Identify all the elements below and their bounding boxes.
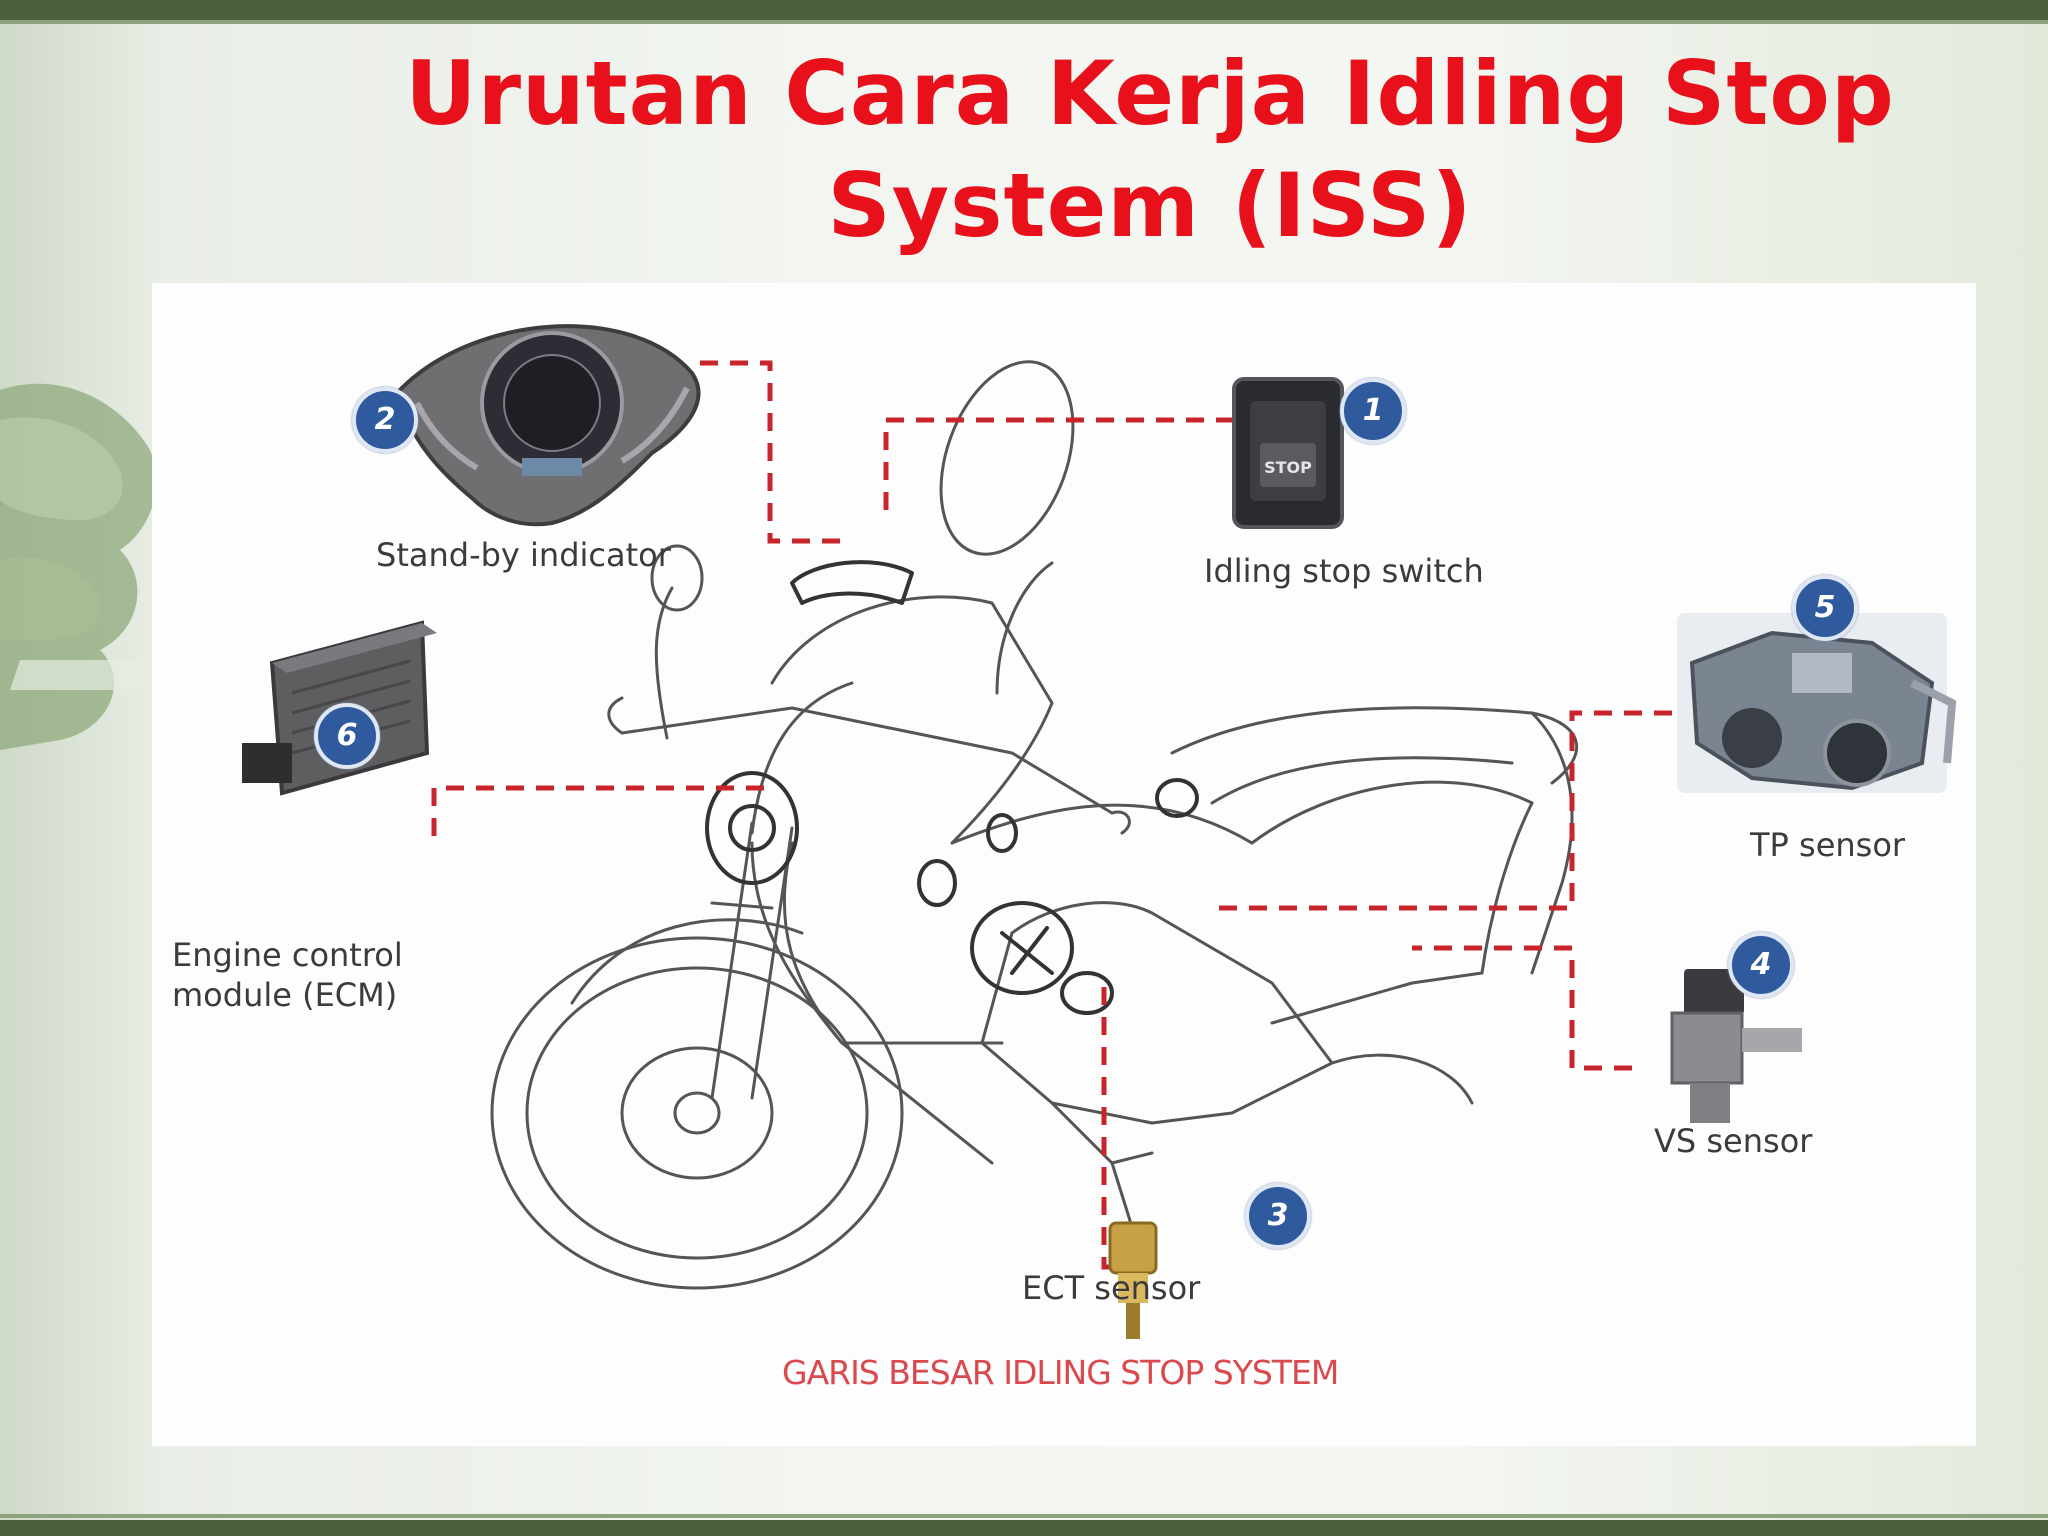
label-stand-by-indicator: Stand-by indicator bbox=[376, 536, 671, 574]
iss-diagram: STOP bbox=[242, 324, 1957, 1339]
temperature-sensor-icon bbox=[1108, 1221, 1158, 1339]
connector-switch bbox=[883, 417, 1234, 513]
label-idling-stop-switch: Idling stop switch bbox=[1204, 552, 1484, 590]
speed-sensor-icon bbox=[1670, 969, 1802, 1123]
label-tp-sensor: TP sensor bbox=[1750, 826, 1906, 864]
switch-icon: STOP bbox=[1232, 377, 1344, 529]
throttle-body-icon bbox=[1677, 613, 1957, 793]
badge-4: 4 bbox=[1728, 932, 1794, 998]
connector-vs bbox=[1412, 945, 1632, 1071]
badge-2: 2 bbox=[352, 387, 418, 453]
slide-title: Urutan Cara Kerja Idling Stop System (IS… bbox=[405, 42, 1895, 257]
badge-3: 3 bbox=[1245, 1183, 1311, 1249]
hand-decoration-icon bbox=[0, 383, 170, 750]
connector-indicator bbox=[700, 360, 842, 544]
label-ect-sensor: ECT sensor bbox=[1022, 1269, 1201, 1307]
speedometer-icon bbox=[394, 324, 701, 527]
diagram-caption: GARIS BESAR IDLING STOP SYSTEM bbox=[782, 1353, 1339, 1392]
bottom-frame-bar bbox=[0, 1520, 2048, 1536]
motorcycle-illustration bbox=[490, 360, 1579, 1290]
connector-lines bbox=[431, 360, 1672, 1270]
badge-5: 5 bbox=[1792, 575, 1858, 641]
badge-1: 1 bbox=[1340, 378, 1406, 444]
badge-6: 6 bbox=[314, 703, 380, 769]
connector-tp bbox=[1212, 710, 1672, 911]
connector-ecm bbox=[431, 785, 770, 836]
svg-text:STOP: STOP bbox=[1264, 458, 1312, 477]
diagram-panel: STOP S bbox=[152, 283, 1976, 1446]
top-frame-bar bbox=[0, 0, 2048, 20]
top-frame-line bbox=[0, 20, 2048, 24]
label-ecm: Engine control module (ECM) bbox=[172, 936, 403, 1014]
bottom-frame-line bbox=[0, 1514, 2048, 1518]
label-vs-sensor: VS sensor bbox=[1654, 1122, 1813, 1160]
